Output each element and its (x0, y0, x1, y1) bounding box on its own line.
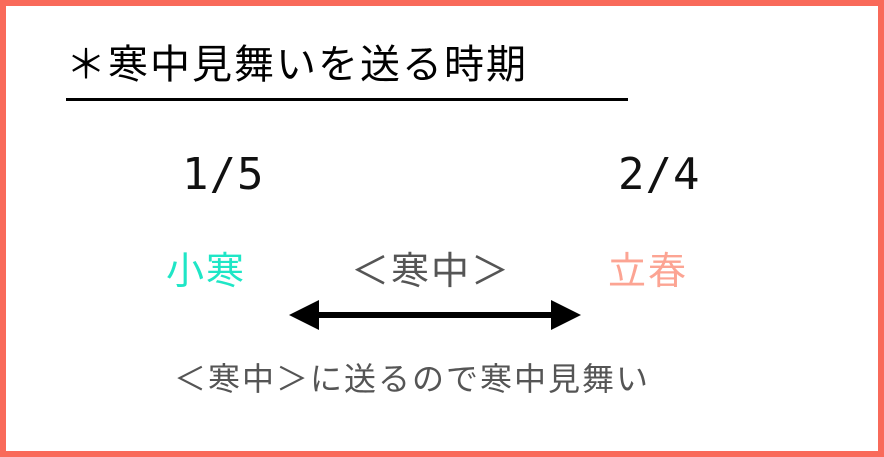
timeline-end-date: 2/4 (618, 149, 701, 200)
title-block: ＊寒中見舞いを送る時期 (66, 36, 666, 102)
term-shoukan: 小寒 (166, 249, 247, 293)
double-arrow-icon (289, 296, 581, 334)
term-risshun: 立春 (608, 249, 689, 293)
timeline-row: 1/5 2/4 (6, 144, 884, 330)
timeline-start-date: 1/5 (182, 149, 265, 200)
page-title: ＊寒中見舞いを送る時期 (66, 42, 528, 88)
caption-text: ＜寒中＞に送るので寒中見舞い (174, 360, 651, 398)
title-underline (66, 98, 628, 101)
term-kanchuu: ＜寒中＞ (351, 249, 512, 293)
terms-row: 小寒 ＜寒中＞ 立春 (6, 244, 884, 304)
